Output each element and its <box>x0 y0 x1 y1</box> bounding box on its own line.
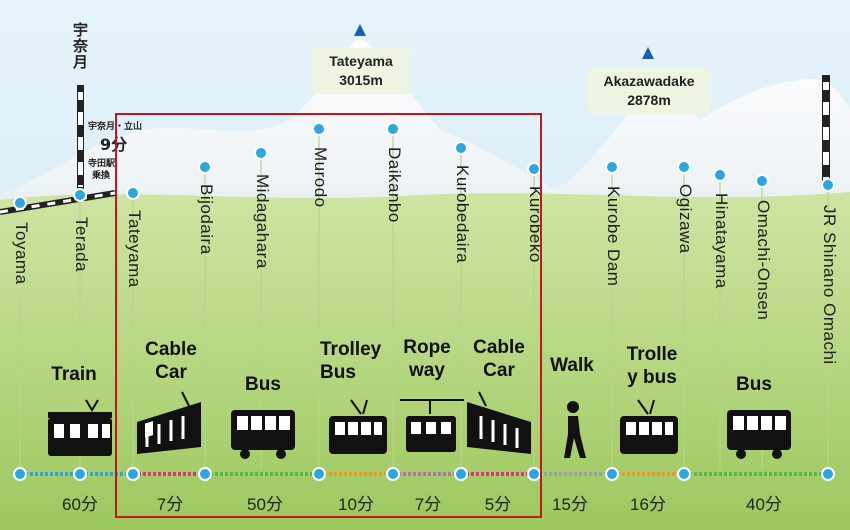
cable-car-icon-2 <box>467 391 531 454</box>
peak-label-akazawadake: Akazawadake 2878m <box>588 68 710 114</box>
mountain-range <box>0 38 850 240</box>
duration-label: 50分 <box>247 495 283 514</box>
tateyama-peak-marker <box>354 24 366 36</box>
mode-label-ropeway: Rope way <box>403 337 451 381</box>
ropeway-icon <box>400 399 464 452</box>
station-label: Terada <box>72 217 91 272</box>
terada-signpost <box>77 85 84 195</box>
station-dots-top <box>13 122 835 210</box>
trolley-bus-icon-1 <box>329 399 387 454</box>
bus-icon-1 <box>231 410 295 459</box>
station-label: Tateyama <box>125 210 144 288</box>
station-label: Daikanbo <box>385 147 404 223</box>
akazawadake-peak-marker <box>642 47 654 59</box>
cable-car-icon-1 <box>137 391 201 454</box>
duration-label: 7分 <box>414 495 442 514</box>
mode-label-cable-car-2: Cable Car <box>473 337 525 381</box>
station-dots-bottom <box>13 467 835 481</box>
terada-transfer-note-1: 寺田駅 <box>88 159 116 169</box>
alpine-route-highlight-frame <box>115 113 542 518</box>
train-icon <box>48 399 112 456</box>
station-label: JR Shinano Omachi <box>820 205 839 365</box>
duration-label: 40分 <box>746 495 782 514</box>
terada-transfer-note-2: 乗換 <box>92 171 111 181</box>
station-label: Murodo <box>311 147 330 208</box>
station-label: Toyama <box>12 222 31 285</box>
walk-icon <box>564 401 586 458</box>
peak-label-tateyama: Tateyama 3015m <box>312 48 410 94</box>
trolley-bus-icon-2 <box>620 399 678 454</box>
unazuki-vertical-label: 宇奈月 <box>71 22 89 70</box>
station-label: Kurobedaira <box>453 165 472 264</box>
mode-label-trolley-bus-2: Trolle y bus <box>626 344 678 388</box>
bus-icon-2 <box>727 410 791 459</box>
mode-label-bus-2: Bus <box>736 374 772 395</box>
duration-label: 16分 <box>630 495 666 514</box>
duration-label: 5分 <box>484 495 512 514</box>
mode-label-train: Train <box>51 364 97 385</box>
station-label: Kurobe Dam <box>604 186 623 287</box>
station-label: Ogizawa <box>676 184 695 254</box>
duration-label: 10分 <box>338 495 374 514</box>
duration-label: 15分 <box>552 495 588 514</box>
duration-label: 7分 <box>156 495 184 514</box>
mode-label-cable-car-1: Cable Car <box>145 339 197 383</box>
mode-label-bus-1: Bus <box>245 374 281 395</box>
mode-label-walk: Walk <box>550 355 594 376</box>
mode-label-trolley-bus-1: Trolley Bus <box>320 339 382 383</box>
duration-label: 60分 <box>62 495 98 514</box>
station-label: Hinatayama <box>712 193 731 289</box>
station-label: Midagahara <box>253 174 272 269</box>
unazuki-transfer-time: 9分 <box>100 135 128 154</box>
omachi-signpost <box>822 75 830 185</box>
station-label: Omachi-Onsen <box>754 200 773 321</box>
station-label: Bijodaira <box>197 184 216 255</box>
